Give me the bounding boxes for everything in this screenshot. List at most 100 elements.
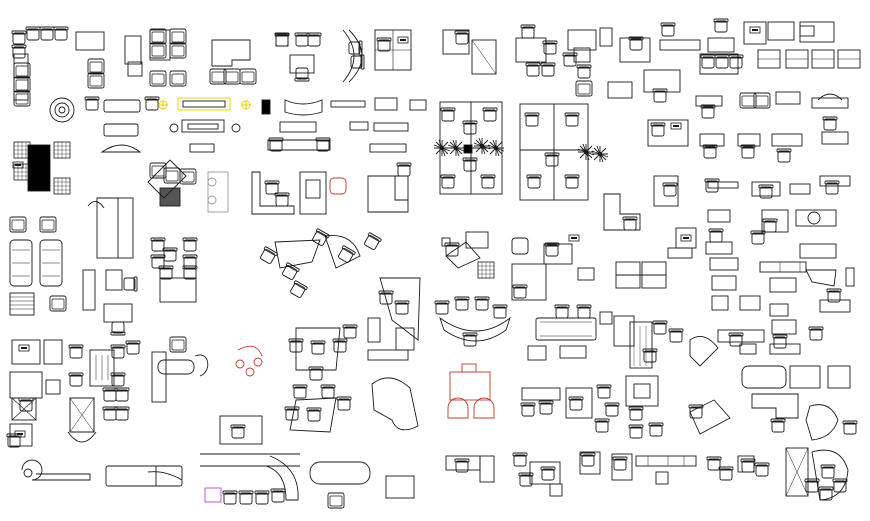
office-chair-block <box>480 174 496 189</box>
plant-block <box>169 123 179 133</box>
office-chair-block <box>6 433 22 448</box>
chair-block <box>740 458 756 473</box>
sideboard-block <box>279 121 317 133</box>
office-chair-block <box>564 112 580 127</box>
chair-block <box>700 54 716 69</box>
armchair-block <box>169 42 187 59</box>
lounge-chair-block <box>144 96 160 111</box>
bench-block <box>659 39 701 51</box>
storage-block <box>149 29 171 61</box>
chair-block <box>808 326 824 341</box>
angled-desk-block <box>147 159 187 199</box>
side-table-block <box>127 61 143 77</box>
office-chair-block <box>274 192 290 207</box>
table-block <box>789 183 811 195</box>
office-chair-block <box>310 340 326 355</box>
sideboard-inner-block <box>799 25 815 37</box>
armchair-block <box>169 70 187 87</box>
chair-block <box>652 320 668 335</box>
chair-block <box>540 62 556 77</box>
chair-block <box>320 384 336 399</box>
desk-block <box>653 175 679 207</box>
dining-chair-block <box>114 387 130 402</box>
desk-block <box>103 303 133 323</box>
bench-dividers-block <box>647 456 685 466</box>
sideboard-block <box>799 21 835 43</box>
chair-block <box>594 418 610 433</box>
curved-reception-block <box>371 377 419 431</box>
chair-block <box>820 464 836 479</box>
sofa-block <box>267 139 331 151</box>
office-chair-block <box>440 107 456 122</box>
desk-block <box>445 241 481 269</box>
bench-block <box>369 143 407 153</box>
credenza-block <box>82 269 96 311</box>
counter-block <box>789 365 821 389</box>
office-chair-block <box>258 245 279 266</box>
sofa-side-block <box>9 239 33 287</box>
l-desk-block <box>751 393 799 419</box>
desk-block <box>289 397 337 433</box>
chair-back-block <box>461 363 477 373</box>
chair-block <box>308 366 324 381</box>
curved-sofa-block <box>284 99 323 116</box>
office-chair-block <box>376 37 392 52</box>
cabinet-cross-block <box>69 397 95 433</box>
sideboard-block <box>89 349 115 387</box>
sideboard-shelves-block <box>95 355 109 380</box>
office-chair-block <box>306 407 322 422</box>
desk-block <box>579 451 601 475</box>
cabinet-block <box>573 47 591 63</box>
desk-block <box>709 257 739 271</box>
desk-block <box>771 319 797 335</box>
chair-block <box>762 218 778 233</box>
plant-block <box>591 145 609 163</box>
arc-desk-block <box>237 345 263 357</box>
chair-block <box>700 104 716 119</box>
chair-block <box>520 24 536 39</box>
workstation-block <box>767 21 795 41</box>
sofa-side-block <box>39 239 63 287</box>
lounge-chair-block <box>39 26 55 41</box>
office-chair-block <box>568 396 584 411</box>
long-sideboard-inner-block <box>182 100 226 108</box>
monitor-block <box>749 26 761 34</box>
desk-block <box>449 371 491 401</box>
chair-block <box>604 402 620 417</box>
reception-block <box>743 21 767 45</box>
yellow-plant-cross-block <box>241 100 251 110</box>
curved-desk-block <box>689 335 719 367</box>
chair-block <box>492 304 508 319</box>
chair-block <box>824 180 840 195</box>
plant-block <box>433 139 451 157</box>
chair-block <box>254 490 270 505</box>
dining-chair-block <box>182 237 198 252</box>
long-desk-block <box>799 243 837 259</box>
desk-block <box>567 29 597 51</box>
chair-arc-block <box>87 201 105 209</box>
cabinet-block <box>785 447 809 497</box>
office-chair-block <box>462 120 478 135</box>
chair-block <box>668 328 684 343</box>
chair-block <box>158 265 174 280</box>
chair-block <box>396 162 412 177</box>
angled-desk-block <box>689 399 731 435</box>
office-chair-block <box>622 216 638 231</box>
l-desk-block <box>603 193 641 231</box>
l-desk-block <box>511 263 547 301</box>
table-block <box>157 359 195 375</box>
chair-block <box>576 304 592 319</box>
black-cabinet-block <box>27 144 51 192</box>
chair-block <box>822 116 838 131</box>
desk-block <box>289 54 315 74</box>
workstation-divider-block <box>375 30 411 70</box>
curved-reception-block <box>811 449 849 501</box>
workstation-block <box>543 243 573 265</box>
dining-chair-block <box>68 344 84 359</box>
cubicle-divider-block <box>520 104 588 200</box>
desk-block <box>737 133 761 147</box>
curved-arm-block <box>194 354 209 377</box>
chair-block <box>642 348 658 363</box>
desk-block <box>699 53 739 75</box>
